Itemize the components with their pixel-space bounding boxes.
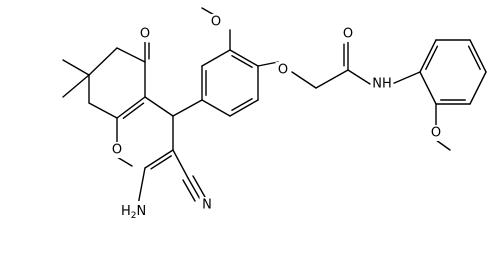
- bond-c7-c6: [88, 47, 118, 76]
- svg-text:O: O: [278, 63, 288, 78]
- bond-aryl-3-inner: [231, 55, 253, 68]
- bond-oether-ch2: [291, 71, 317, 89]
- ketone-oxygen-label: O: [137, 26, 153, 42]
- bond-anis-3: [469, 39, 487, 73]
- methoxy-oxygen-label: O: [208, 14, 224, 30]
- bond-aryl-6: [201, 99, 231, 117]
- bond-co-nh: [347, 69, 371, 85]
- bond-c3-cn: [172, 149, 189, 179]
- bond-c6-c5: [116, 47, 146, 63]
- svg-text:H2N: H2N: [121, 204, 146, 221]
- bond-c4a-c8a: [116, 96, 146, 119]
- bond-anis-1-inner: [425, 45, 439, 71]
- svg-text:O: O: [211, 15, 221, 30]
- svg-text:O: O: [140, 27, 150, 42]
- bond-o1-c2: [116, 156, 133, 167]
- bond-c4a-c8a-inner: [122, 102, 145, 119]
- bond-c2-c3: [144, 149, 174, 169]
- amino-group-label: H2N: [118, 201, 154, 221]
- ether-oxygen-label: O: [275, 62, 291, 78]
- nitrile-nitrogen-label: N: [199, 197, 215, 213]
- bond-aryl-3: [229, 49, 259, 67]
- bond-anis-methyl: [435, 139, 451, 151]
- bond-ch2-co: [315, 69, 349, 89]
- bond-aryl-5: [229, 99, 259, 117]
- bond-methyl-a: [62, 59, 90, 76]
- bond-nh-aryl: [391, 71, 421, 85]
- bond-anis-6: [419, 71, 437, 105]
- bond-anis-4: [469, 71, 487, 105]
- bond-c4-c4a: [144, 96, 174, 117]
- bond-methyl-b: [62, 74, 90, 98]
- bond-c2-c3-inner: [150, 155, 172, 170]
- pyran-oxygen-label: O: [109, 142, 125, 158]
- bond-nitrile-a: [187, 177, 201, 200]
- bond-c8a-c8: [88, 102, 118, 119]
- amide-oxygen-label: O: [340, 26, 356, 42]
- bond-anis-3-inner: [467, 45, 481, 71]
- amide-nh-label: NH: [370, 76, 394, 92]
- bond-a4-oether: [257, 61, 279, 67]
- bond-aryl-2: [201, 49, 231, 67]
- svg-text:NH: NH: [372, 77, 392, 92]
- svg-text:N: N: [202, 198, 212, 213]
- bond-nitrile-b: [192, 175, 206, 198]
- bond-aryl-5-inner: [231, 98, 253, 111]
- anisole-oxygen-label: O: [428, 125, 444, 141]
- bond-nitrile-c: [182, 179, 196, 202]
- bond-c2-nh2: [137, 167, 146, 206]
- bond-c4-aryl: [172, 99, 203, 117]
- svg-text:O: O: [343, 27, 353, 42]
- bond-anis-1: [419, 39, 437, 73]
- svg-text:O: O: [431, 126, 441, 141]
- svg-text:O: O: [112, 143, 122, 158]
